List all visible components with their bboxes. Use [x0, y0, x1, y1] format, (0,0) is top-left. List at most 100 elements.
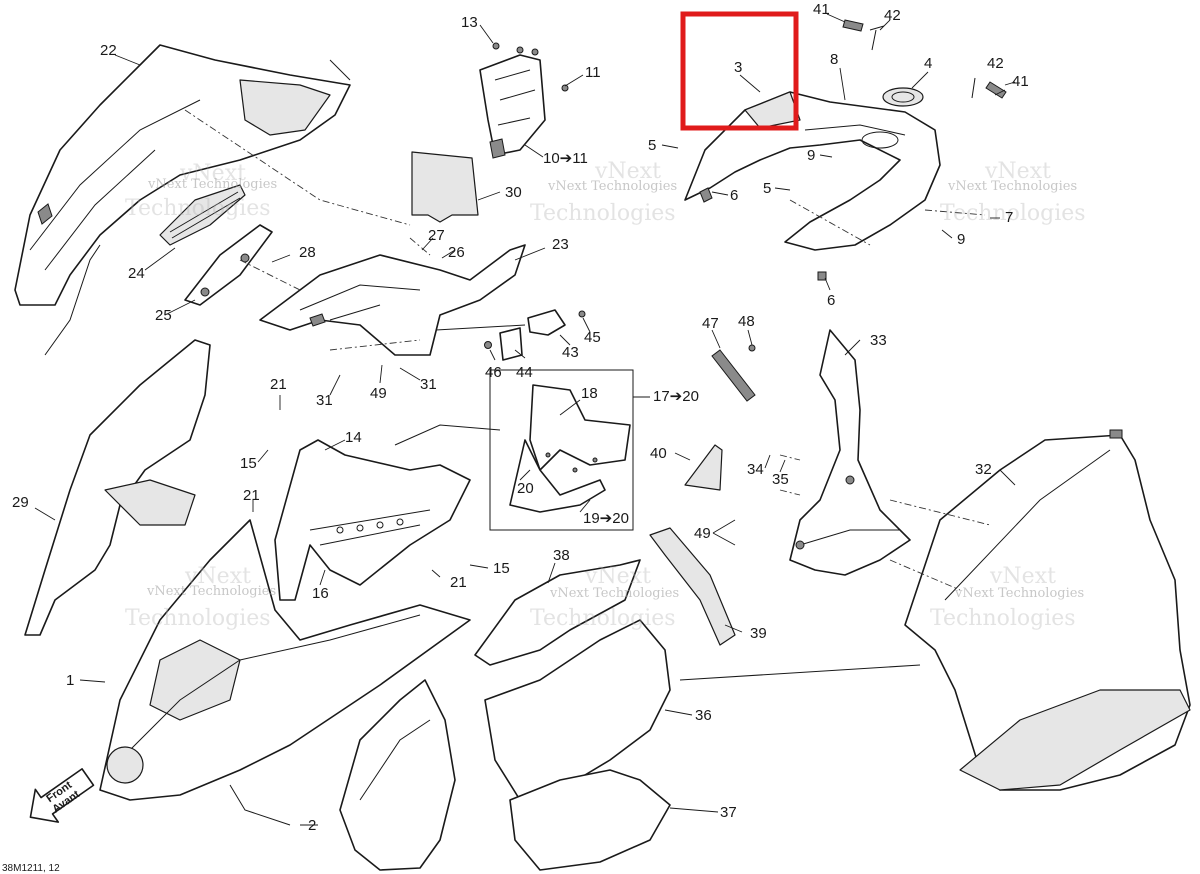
part-37-bottom-panel: [509, 769, 671, 871]
svg-text:vNext Technologies: vNext Technologies: [954, 586, 1084, 601]
callout-48: 48: [738, 313, 755, 330]
svg-text:vNext: vNext: [984, 159, 1051, 184]
svg-text:Technologies: Technologies: [530, 201, 676, 226]
callout-30: 30: [505, 184, 522, 201]
part-40-block: [684, 444, 723, 491]
callout-34: 34: [747, 461, 764, 478]
part-10-mount: [479, 42, 569, 159]
callout-28: 28: [299, 244, 316, 261]
callout-1: 1: [66, 672, 74, 689]
part-17-20-inset: [489, 369, 634, 531]
part-24-grille: [159, 184, 246, 246]
leader-lines: [34, 13, 1016, 826]
callout-40: 40: [650, 445, 667, 462]
svg-text:vNext Technologies: vNext Technologies: [947, 179, 1077, 194]
callout-32: 32: [975, 461, 992, 478]
svg-text:vNext: vNext: [179, 161, 246, 186]
callout-7: 7: [1005, 209, 1013, 226]
svg-text:vNext Technologies: vNext Technologies: [147, 177, 277, 192]
callout-21: 21: [270, 376, 287, 393]
callout-49: 49: [370, 385, 387, 402]
part-39-strip: [649, 527, 736, 646]
callout-6: 6: [827, 292, 835, 309]
part-4-cap-ring: [882, 87, 924, 107]
callout-5: 5: [648, 137, 656, 154]
svg-text:vNext: vNext: [184, 564, 251, 589]
part-3-tank-cover: [684, 91, 941, 281]
callout-41: 41: [813, 1, 830, 18]
part-23-bracket-assembly: [259, 244, 526, 356]
callout-21: 21: [243, 487, 260, 504]
svg-text:vNext Technologies: vNext Technologies: [547, 179, 677, 194]
watermarks: vNext Technologies vNext Technologies vN…: [125, 159, 1086, 631]
callout-8: 8: [830, 51, 838, 68]
callout-25: 25: [155, 307, 172, 324]
callout-9: 9: [807, 147, 815, 164]
svg-text:Technologies: Technologies: [530, 606, 676, 631]
part-25-bracket: [184, 224, 273, 306]
callout-29: 29: [12, 494, 29, 511]
callout-2: 2: [308, 817, 316, 834]
part-41-42-clips: [842, 19, 1007, 99]
callout-41: 41: [1012, 73, 1029, 90]
callout-13: 13: [461, 14, 478, 31]
svg-text:vNext: vNext: [584, 564, 651, 589]
callout-9: 9: [957, 231, 965, 248]
callout-10-11: 10➔11: [543, 150, 588, 167]
callout-31: 31: [316, 392, 333, 409]
svg-text:Technologies: Technologies: [125, 196, 271, 221]
part-32-right-fairing: [904, 429, 1191, 791]
callout-15: 15: [493, 560, 510, 577]
highlight-box: [680, 11, 799, 131]
part-33-bracket: [711, 329, 911, 576]
callout-17-20: 17➔20: [653, 388, 699, 405]
svg-text:Technologies: Technologies: [940, 201, 1086, 226]
callout-35: 35: [772, 471, 789, 488]
callout-6: 6: [730, 187, 738, 204]
callout-45: 45: [584, 329, 601, 346]
callout-23: 23: [552, 236, 569, 253]
callout-22: 22: [100, 42, 117, 59]
part-2-lower-panel: [339, 679, 456, 871]
assembly-lines: [44, 59, 991, 826]
svg-text:vNext: vNext: [594, 159, 661, 184]
callout-37: 37: [720, 804, 737, 821]
part-36-side-panel: [484, 619, 671, 801]
callout-42: 42: [987, 55, 1004, 72]
svg-text:vNext Technologies: vNext Technologies: [549, 586, 679, 601]
svg-text:Technologies: Technologies: [930, 606, 1076, 631]
part-30-panel: [411, 151, 479, 223]
callout-16: 16: [312, 585, 329, 602]
callout-38: 38: [553, 547, 570, 564]
callout-15: 15: [240, 455, 257, 472]
callout-numbers: 3 4 8 5 5 6 6 7 9 9 10➔11 11 13 14 15 15…: [12, 1, 1029, 834]
callout-42: 42: [884, 7, 901, 24]
callout-33: 33: [870, 332, 887, 349]
callout-44: 44: [516, 364, 533, 381]
part-22-side-fairing: [14, 44, 351, 306]
svg-text:vNext: vNext: [989, 564, 1056, 589]
callout-11: 11: [585, 64, 601, 81]
callout-31: 31: [420, 376, 437, 393]
callout-21: 21: [450, 574, 467, 591]
part-29-side-panel: [24, 339, 211, 636]
part-38-panel: [474, 559, 641, 666]
callout-20: 20: [517, 480, 534, 497]
callout-14: 14: [345, 429, 362, 446]
svg-text:vNext Technologies: vNext Technologies: [146, 584, 276, 599]
callout-5: 5: [763, 180, 771, 197]
callout-3: 3: [734, 59, 742, 76]
callout-49: 49: [694, 525, 711, 542]
callout-46: 46: [485, 364, 502, 381]
part-1-front-cowl: [99, 519, 471, 801]
callout-36: 36: [695, 707, 712, 724]
callout-4: 4: [924, 55, 932, 72]
callout-26: 26: [448, 244, 465, 261]
part-14-center-bracket: [274, 439, 471, 601]
drawing-code: 38M1211, 12: [2, 863, 60, 874]
callout-27: 27: [428, 227, 445, 244]
svg-text:Technologies: Technologies: [125, 606, 271, 631]
callout-24: 24: [128, 265, 145, 282]
callout-39: 39: [750, 625, 767, 642]
